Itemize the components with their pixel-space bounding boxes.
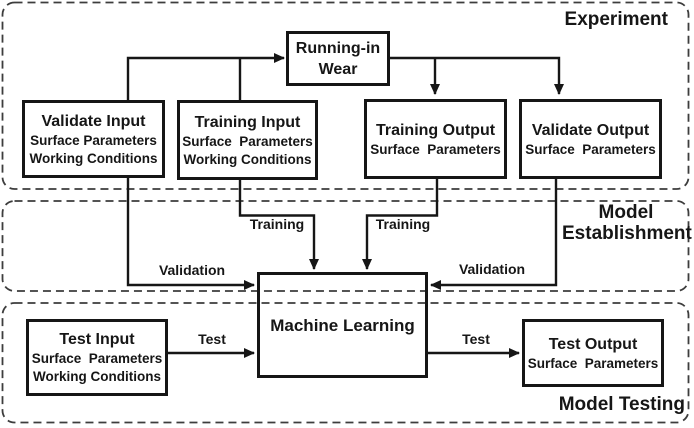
node-title: Validate Input <box>41 112 146 130</box>
node-title: Training Output <box>375 121 496 139</box>
connector-validate-output-to-machine-learning <box>430 178 558 290</box>
node-subtitle: Surface Parameters <box>30 132 157 148</box>
node-validate-output: Validate Output Surface Parameters <box>519 99 662 179</box>
node-subtitle: Working Conditions <box>29 150 158 166</box>
edge-label-validation-right: Validation <box>458 261 526 277</box>
connector-training-output-to-machine-learning <box>362 178 439 270</box>
node-validate-input: Validate Input Surface Parameters Workin… <box>22 100 165 178</box>
section-frame-experiment <box>1 1 690 190</box>
section-label-model-establishment: Model Establishment <box>562 202 692 244</box>
node-test-output: Test Output Surface Parameters <box>522 319 664 387</box>
edge-label-test-right: Test <box>462 331 490 347</box>
edge-label-training-right: Training <box>375 216 431 232</box>
node-title: Test Input <box>59 331 135 348</box>
edge-label-validation-left: Validation <box>158 262 226 278</box>
node-title: Wear <box>318 60 358 78</box>
connector-validate-input-to-running-in-wear <box>126 53 285 101</box>
section-label-experiment: Experiment <box>564 9 668 30</box>
node-title: Training Input <box>194 113 301 131</box>
section-label-line: Establishment <box>562 223 692 244</box>
connector-training-input-to-machine-learning <box>238 179 319 270</box>
node-subtitle: Surface Parameters <box>31 351 163 366</box>
section-frame-model-testing <box>1 302 690 424</box>
connector-validate-input-to-machine-learning <box>126 177 255 290</box>
section-frame-model-establishment <box>1 200 690 292</box>
node-subtitle: Surface Parameters <box>182 133 313 149</box>
node-subtitle: Surface Parameters <box>370 141 501 157</box>
node-title: Machine Learning <box>270 315 415 335</box>
section-label-model-testing: Model Testing <box>558 394 685 415</box>
edge-label-test-left: Test <box>198 331 226 347</box>
node-machine-learning: Machine Learning <box>257 272 428 378</box>
section-label-line: Model <box>598 202 654 223</box>
node-training-output: Training Output Surface Parameters <box>364 99 507 179</box>
node-subtitle: Working Conditions <box>33 369 161 384</box>
node-running-in-wear: Running-in Wear <box>286 31 390 86</box>
edge-label-training-left: Training <box>249 216 305 232</box>
node-training-input: Training Input Surface Parameters Workin… <box>177 100 318 180</box>
node-subtitle: Surface Parameters <box>527 355 659 371</box>
node-title: Running-in <box>295 39 381 57</box>
node-test-input: Test Input Surface Parameters Working Co… <box>26 319 168 396</box>
node-subtitle: Working Conditions <box>183 151 312 167</box>
node-title: Test Output <box>548 335 638 353</box>
node-title: Validate Output <box>531 121 650 139</box>
connector-running-in-wear-to-validate-output <box>389 56 564 95</box>
node-subtitle: Surface Parameters <box>525 141 656 157</box>
